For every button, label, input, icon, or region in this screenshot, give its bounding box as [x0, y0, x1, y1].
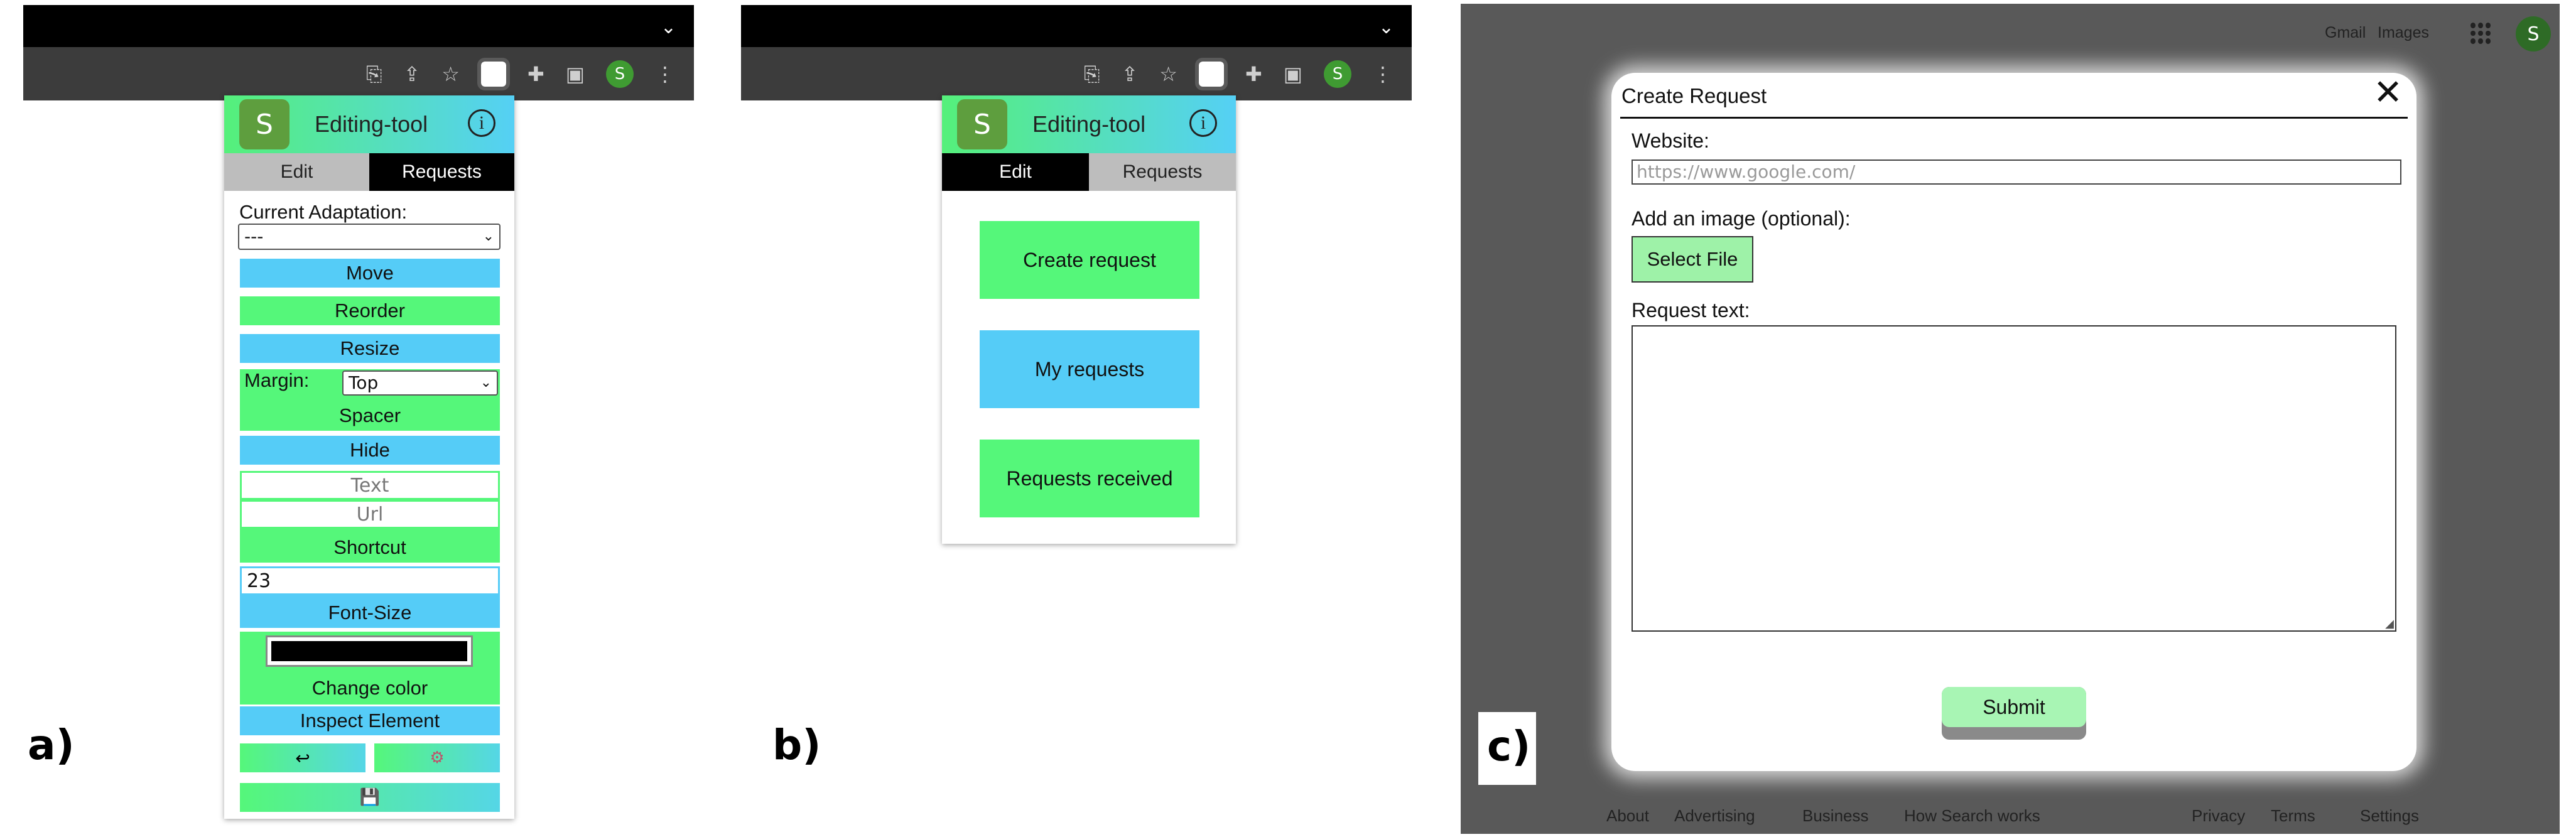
submit-button-face: Submit: [1942, 687, 2086, 727]
sidebar-icon[interactable]: ▣: [1283, 62, 1302, 86]
undo-button[interactable]: ↩: [240, 743, 365, 772]
footer-advertising-link[interactable]: Advertising: [1674, 806, 1755, 825]
color-swatch-fill: [271, 641, 467, 661]
editing-tool-popup-a: S Editing-tool i Edit Requests Current A…: [224, 95, 514, 819]
footer-business-link[interactable]: Business: [1802, 806, 1869, 825]
save-icon: 💾: [359, 788, 381, 807]
tab-bar: Edit Requests: [942, 153, 1236, 191]
title-divider: [1620, 117, 2408, 119]
adaptation-select[interactable]: --- ⌄: [238, 224, 501, 250]
footer-how-search-works-link[interactable]: How Search works: [1904, 806, 2040, 825]
settings-icon: ⚙: [430, 748, 445, 767]
reorder-button[interactable]: Reorder: [240, 296, 500, 325]
current-adaptation-label: Current Adaptation:: [239, 201, 408, 223]
more-menu-icon[interactable]: ⋮: [1373, 62, 1393, 86]
request-text-label: Request text:: [1632, 299, 1750, 321]
images-link[interactable]: Images: [2378, 24, 2429, 41]
info-icon[interactable]: i: [1189, 109, 1217, 137]
settings-button[interactable]: ⚙: [374, 743, 500, 772]
chevron-down-icon[interactable]: ⌄: [660, 16, 676, 38]
add-image-label: Add an image (optional):: [1632, 207, 1851, 230]
app-title: Editing-tool: [1032, 111, 1146, 137]
browser-title-bar-b: ⌄: [741, 5, 1412, 52]
shortcut-button[interactable]: Shortcut: [333, 536, 406, 558]
panel-c-label: c): [1487, 722, 1531, 770]
font-size-input[interactable]: 23: [240, 566, 500, 595]
app-logo: S: [957, 99, 1007, 149]
create-request-button[interactable]: Create request: [980, 221, 1199, 299]
undo-icon: ↩: [295, 747, 310, 769]
create-request-modal: Create Request ✕ Website: https://www.go…: [1611, 73, 2416, 771]
chevron-down-icon: ⌄: [482, 229, 494, 244]
tab-edit[interactable]: Edit: [224, 153, 369, 191]
select-file-button[interactable]: Select File: [1632, 236, 1753, 283]
chevron-down-icon[interactable]: ⌄: [1378, 16, 1394, 38]
submit-button[interactable]: Submit: [1942, 687, 2086, 740]
more-menu-icon[interactable]: ⋮: [655, 62, 675, 86]
apps-grid-icon[interactable]: [2470, 23, 2492, 44]
hide-button[interactable]: Hide: [240, 436, 500, 465]
modal-title: Create Request: [1621, 84, 1767, 107]
move-button[interactable]: Move: [240, 259, 500, 288]
panel-a-label: a): [28, 721, 75, 769]
browser-toolbar-b: ⎘ ⇪ ☆ ✚ ▣ S ⋮: [741, 47, 1412, 100]
editing-tool-popup-b: S Editing-tool i Edit Requests Create re…: [942, 95, 1236, 544]
panel-b-label: b): [772, 721, 821, 769]
chevron-down-icon: ⌄: [480, 375, 492, 391]
puzzle-icon[interactable]: ✚: [527, 62, 544, 86]
extension-app-icon[interactable]: [1194, 57, 1228, 90]
font-size-button[interactable]: Font-Size: [328, 602, 412, 624]
share-icon[interactable]: ⇪: [403, 62, 421, 86]
star-icon[interactable]: ☆: [1159, 62, 1177, 86]
website-label: Website:: [1632, 129, 1709, 152]
margin-label: Margin:: [244, 369, 310, 391]
adaptation-select-value: ---: [244, 226, 264, 247]
popup-header: S Editing-tool i: [942, 95, 1236, 153]
app-title: Editing-tool: [315, 111, 428, 137]
margin-select-value: Top: [349, 372, 379, 393]
browser-toolbar-a: ⎘ ⇪ ☆ ✚ ▣ S ⋮: [23, 47, 694, 100]
resize-handle-icon[interactable]: ◢: [2385, 617, 2394, 630]
footer-terms-link[interactable]: Terms: [2271, 806, 2315, 825]
browser-title-bar-a: ⌄: [23, 5, 694, 52]
spacer-button[interactable]: Spacer: [338, 404, 401, 426]
shortcut-url-input[interactable]: Url: [240, 500, 500, 529]
translate-icon[interactable]: ⎘: [365, 62, 382, 86]
requests-received-button[interactable]: Requests received: [980, 440, 1199, 517]
account-avatar[interactable]: S: [2516, 16, 2551, 51]
gmail-link[interactable]: Gmail: [2325, 24, 2366, 41]
resize-button[interactable]: Resize: [240, 334, 500, 363]
footer-about-link[interactable]: About: [1606, 806, 1649, 825]
translate-icon[interactable]: ⎘: [1083, 62, 1100, 86]
footer-privacy-link[interactable]: Privacy: [2192, 806, 2246, 825]
tab-requests[interactable]: Requests: [369, 153, 514, 191]
tab-edit[interactable]: Edit: [942, 153, 1089, 191]
website-input[interactable]: https://www.google.com/: [1632, 159, 2401, 185]
save-button[interactable]: 💾: [240, 783, 500, 812]
close-icon[interactable]: ✕: [2373, 72, 2403, 113]
share-icon[interactable]: ⇪: [1121, 62, 1139, 86]
profile-avatar[interactable]: S: [1324, 60, 1351, 88]
tab-requests[interactable]: Requests: [1089, 153, 1236, 191]
change-color-button[interactable]: Change color: [311, 677, 428, 699]
footer-settings-link[interactable]: Settings: [2360, 806, 2419, 825]
profile-avatar[interactable]: S: [606, 60, 634, 88]
request-textarea[interactable]: ◢: [1632, 325, 2396, 632]
my-requests-button[interactable]: My requests: [980, 330, 1199, 408]
app-logo: S: [239, 99, 290, 149]
shortcut-text-input[interactable]: Text: [240, 471, 500, 500]
puzzle-icon[interactable]: ✚: [1245, 62, 1262, 86]
tab-bar: Edit Requests: [224, 153, 514, 191]
color-picker-swatch[interactable]: [266, 635, 473, 667]
star-icon[interactable]: ☆: [441, 62, 460, 86]
panel-c-label-box: c): [1478, 712, 1536, 785]
inspect-element-button[interactable]: Inspect Element: [240, 706, 500, 735]
sidebar-icon[interactable]: ▣: [565, 62, 585, 86]
extension-app-icon[interactable]: [477, 57, 510, 90]
info-icon[interactable]: i: [468, 109, 495, 137]
margin-select[interactable]: Top ⌄: [342, 370, 498, 396]
popup-header: S Editing-tool i: [224, 95, 514, 153]
